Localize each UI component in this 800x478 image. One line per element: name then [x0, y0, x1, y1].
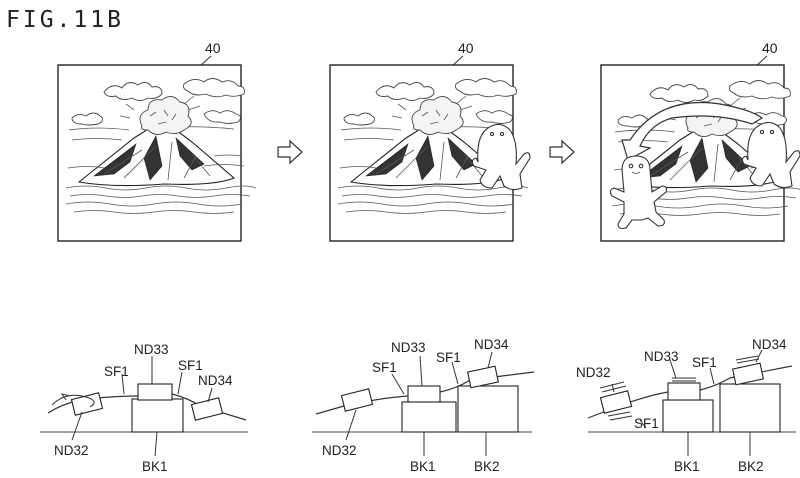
diagram-1-nd34-label: ND34	[198, 373, 233, 388]
panel-3: 40	[600, 40, 800, 242]
diagram-2-nd33-node	[407, 385, 441, 403]
diagram-1-sf1b-label: SF1	[178, 358, 203, 373]
diagram-3-bk2-block	[719, 383, 781, 433]
diagram-3-nd34-node	[731, 362, 765, 386]
diagram-2-bk2-label: BK2	[474, 459, 500, 474]
diagram-1-nd34-node	[190, 397, 224, 421]
diagram-3-nd32-node	[599, 390, 633, 414]
transition-arrow-1	[277, 140, 303, 164]
diagram-3-sf1b-label: SF1	[634, 416, 659, 431]
diagram-2-nd32-label: ND32	[322, 443, 357, 458]
diagram-2-sf1-label: SF1	[372, 360, 397, 375]
diagram-3-vibration-marks-nd33	[672, 377, 696, 382]
diagram-3-nd33-label: ND33	[644, 349, 679, 364]
figure-title: FIG.11B	[6, 7, 124, 33]
diagram-1-nd33-node	[137, 383, 173, 401]
panel-2-ref: 40	[458, 40, 474, 56]
transition-arrow-2	[549, 140, 575, 164]
diagram-2: SF1 ND33 SF1 ND34 ND32 BK1 BK2	[312, 337, 535, 474]
diagram-1-nd32-node	[70, 392, 104, 416]
panel-3-ref: 40	[762, 40, 778, 56]
diagram-3-bk1-label: BK1	[674, 459, 700, 474]
diagram-2-bk1-block	[401, 401, 457, 433]
diagram-3-nd32-label: ND32	[576, 365, 611, 380]
diagram-2-nd33-label: ND33	[391, 340, 426, 355]
diagram-1-nd33-label: ND33	[134, 342, 169, 357]
diagram-2-leaders	[345, 351, 493, 456]
diagram-2-sf1b-label: SF1	[436, 350, 461, 365]
diagram-3-vibration-marks-nd34	[735, 355, 760, 364]
diagram-2-bk1-label: BK1	[410, 459, 436, 474]
diagram-1-bk1-block	[131, 398, 184, 433]
diagram-1-leaders	[71, 356, 213, 457]
diagram-3-leaders	[611, 349, 763, 456]
diagram-1-sf1a-label: SF1	[104, 364, 129, 379]
diagram-2-nd34-node	[466, 365, 500, 389]
diagram-3-sf1-right	[699, 365, 793, 391]
diagram-2-bk2-block	[457, 385, 519, 433]
diagram-1: SF1 ND33 SF1 ND34 ND32 BK1	[40, 342, 248, 474]
panel-2: 40	[329, 40, 531, 242]
diagram-1-rotation-arrow	[51, 393, 95, 408]
diagram-3-nd33-node	[667, 382, 701, 401]
diagram-3: ND32 ND33 SF1 ND34 SF1 BK1 BK2	[576, 337, 796, 474]
diagram-1-bk1-label: BK1	[142, 459, 168, 474]
diagram-3-sf1a-label: SF1	[692, 355, 717, 370]
diagram-2-nd32-node	[340, 388, 374, 412]
panel-1: 40	[57, 40, 257, 242]
panel-1-ref: 40	[205, 40, 221, 56]
diagram-1-nd32-label: ND32	[54, 443, 89, 458]
diagram-3-nd34-label: ND34	[752, 337, 787, 352]
diagram-3-bk2-label: BK2	[738, 459, 764, 474]
diagram-2-nd34-label: ND34	[474, 337, 509, 352]
diagram-3-bk1-block	[662, 399, 714, 433]
panel-3-swirl-arrow	[621, 101, 764, 161]
